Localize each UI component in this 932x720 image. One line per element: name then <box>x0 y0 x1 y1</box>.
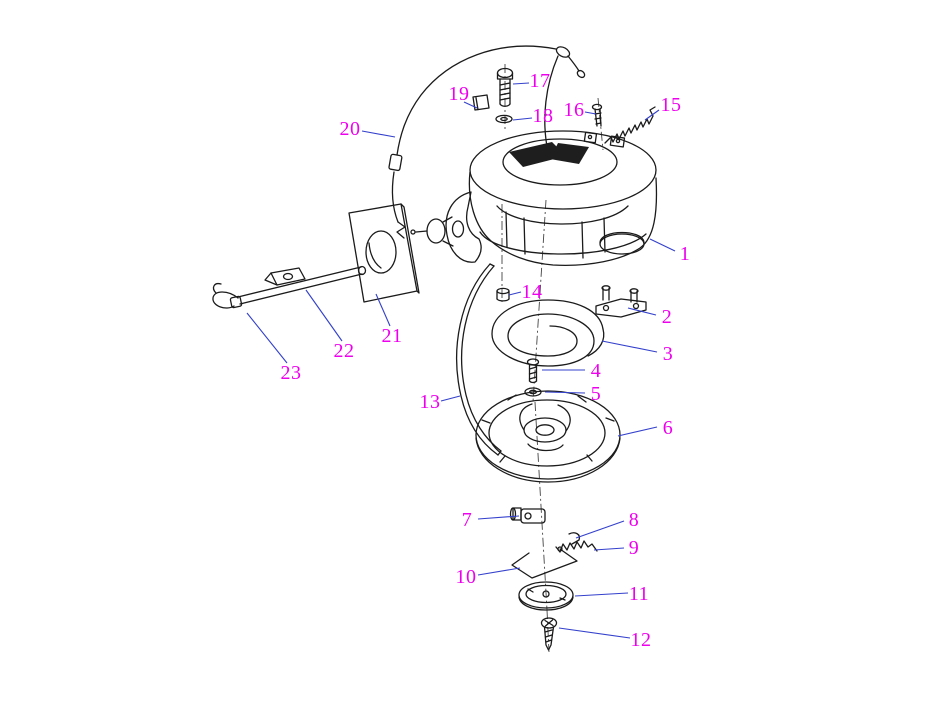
part-screw-12 <box>540 617 558 651</box>
leader-line-14 <box>508 291 522 296</box>
leader-line-1 <box>649 238 676 252</box>
leader-line-21 <box>375 293 391 327</box>
part-label-15: 15 <box>660 94 682 116</box>
part-nut-14 <box>496 287 510 302</box>
part-label-7: 7 <box>461 509 473 531</box>
part-label-23: 23 <box>280 362 302 384</box>
leader-line-16 <box>584 111 597 115</box>
part-pin-8 <box>568 532 581 545</box>
part-label-2: 2 <box>661 306 673 328</box>
part-label-8: 8 <box>628 509 640 531</box>
leader-line-8 <box>575 520 625 539</box>
part-label-13: 13 <box>419 391 441 413</box>
part-label-12: 12 <box>630 629 652 651</box>
part-spiral-spring-3 <box>491 299 605 367</box>
part-washer-18 <box>495 114 513 124</box>
part-label-21: 21 <box>381 325 403 347</box>
part-label-9: 9 <box>628 537 640 559</box>
part-label-1: 1 <box>679 243 691 265</box>
part-wire-spring-10 <box>511 546 578 579</box>
part-cable-20 <box>388 45 586 239</box>
leader-line-19 <box>463 101 478 109</box>
leader-line-2 <box>627 307 657 316</box>
part-label-17: 17 <box>529 70 551 92</box>
part-spring-15 <box>604 106 656 144</box>
part-label-6: 6 <box>662 417 674 439</box>
part-label-10: 10 <box>455 566 477 588</box>
leader-line-18 <box>512 117 533 121</box>
leader-line-12 <box>558 627 631 639</box>
part-label-3: 3 <box>662 343 674 365</box>
leader-line-15 <box>644 109 660 121</box>
part-label-11: 11 <box>628 583 650 605</box>
part-bolt-4 <box>526 358 540 384</box>
part-housing-1 <box>410 130 658 266</box>
part-label-4: 4 <box>590 360 602 382</box>
part-spacer-19 <box>472 94 490 111</box>
part-label-20: 20 <box>339 118 361 140</box>
leader-line-7 <box>477 515 520 520</box>
leader-line-5 <box>544 391 586 394</box>
part-rope-13 <box>456 263 502 456</box>
part-label-16: 16 <box>563 99 585 121</box>
diagram-art <box>212 45 658 651</box>
leader-line-20 <box>361 130 396 138</box>
part-label-19: 19 <box>448 83 470 105</box>
part-label-18: 18 <box>532 105 554 127</box>
leader-line-17 <box>512 82 530 85</box>
part-cap-11 <box>518 581 574 611</box>
leader-line-13 <box>440 395 461 402</box>
leader-line-3 <box>601 340 658 353</box>
leader-line-6 <box>617 426 658 437</box>
part-label-14: 14 <box>521 281 543 303</box>
part-spring-9 <box>555 540 598 553</box>
leader-lines <box>246 82 676 639</box>
leader-line-11 <box>574 592 629 597</box>
part-label-22: 22 <box>333 340 355 362</box>
part-bracket-2 <box>595 285 647 318</box>
part-rod-22 <box>237 265 367 305</box>
part-label-5: 5 <box>590 383 602 405</box>
leader-line-22 <box>305 289 343 342</box>
part-screw-16 <box>591 103 603 127</box>
leader-line-10 <box>477 567 521 576</box>
part-bolt-17 <box>496 67 514 107</box>
part-plate-21 <box>348 203 420 303</box>
part-clip-23 <box>212 282 243 309</box>
part-pawl-7 <box>509 507 546 524</box>
leader-line-9 <box>593 547 625 551</box>
leader-line-23 <box>246 312 288 364</box>
